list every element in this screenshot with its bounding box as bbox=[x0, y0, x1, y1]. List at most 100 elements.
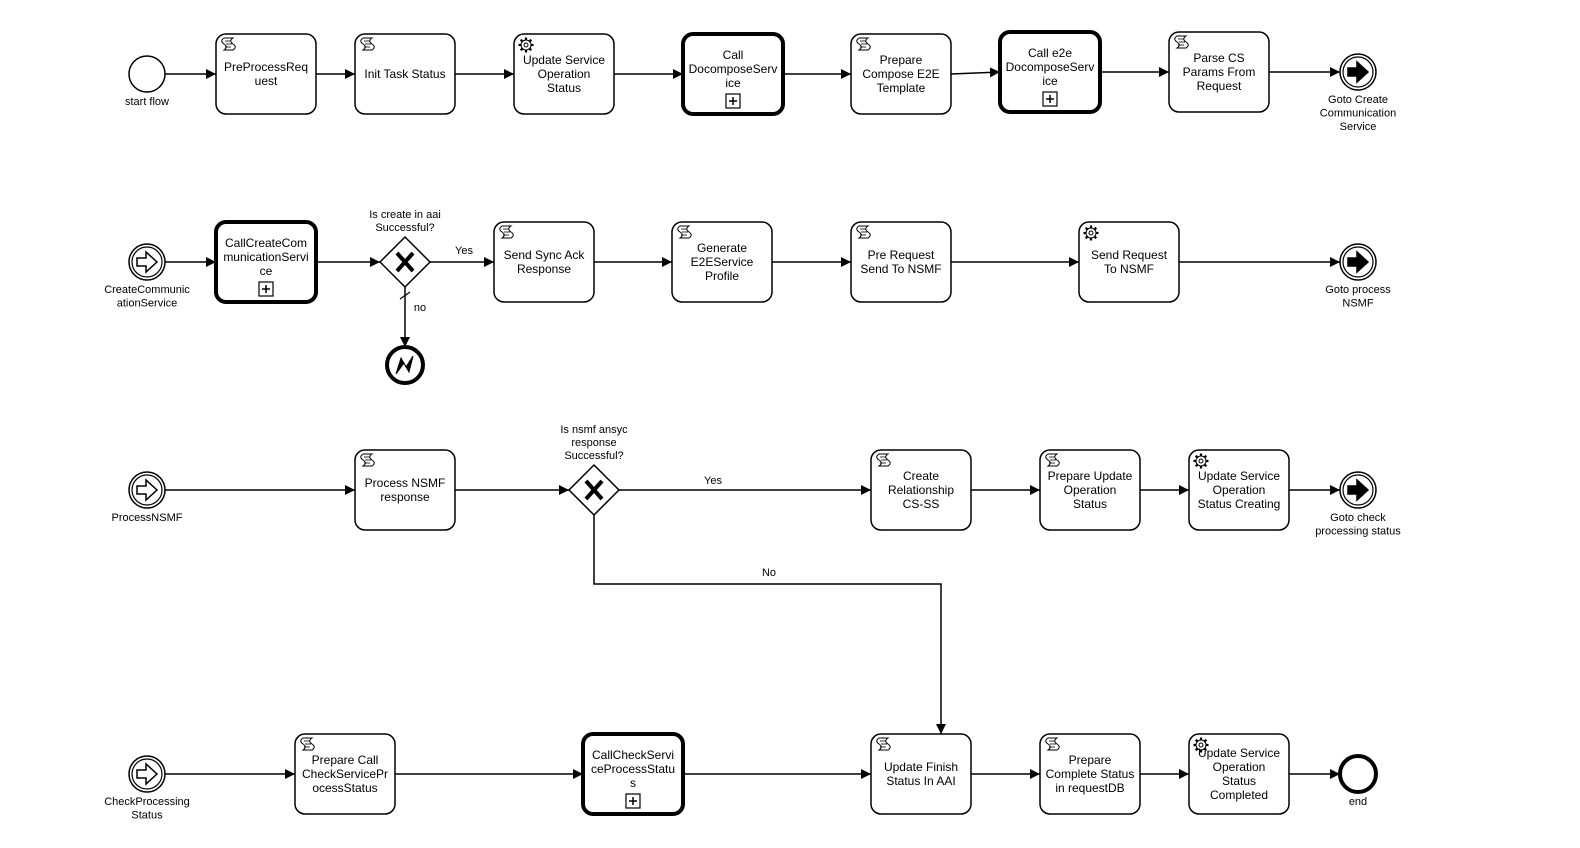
error-end-r2-err[interactable] bbox=[385, 345, 425, 385]
script-icon bbox=[499, 225, 514, 239]
task-label: Status bbox=[1222, 774, 1256, 788]
gateway-label: response bbox=[571, 437, 616, 449]
task-box bbox=[215, 33, 317, 115]
task-box bbox=[354, 33, 456, 115]
task-box bbox=[1078, 221, 1180, 303]
event-label: processing status bbox=[1315, 526, 1401, 538]
script-icon bbox=[856, 225, 871, 239]
task-label: Generate bbox=[697, 241, 747, 255]
task-label: Init Task Status bbox=[364, 67, 445, 81]
no-flow[interactable] bbox=[593, 515, 946, 734]
script-icon bbox=[876, 737, 891, 751]
call-activity-box bbox=[581, 732, 685, 816]
flow-label: no bbox=[414, 302, 426, 314]
link-catch-arrow bbox=[136, 762, 159, 786]
task-box bbox=[1188, 449, 1290, 531]
event-label: Goto process bbox=[1325, 284, 1391, 296]
task-label: Update Service bbox=[1198, 746, 1280, 760]
flow-label: Yes bbox=[455, 245, 473, 257]
task-label: To NSMF bbox=[1104, 262, 1154, 276]
task-label: CheckServicePr bbox=[302, 767, 388, 781]
script-icon bbox=[876, 453, 891, 467]
task-box bbox=[1039, 733, 1141, 815]
gateway-label: Is nsmf ansyc bbox=[560, 424, 628, 436]
task-box bbox=[493, 221, 595, 303]
default-flow-marker bbox=[399, 291, 411, 300]
task-box bbox=[1188, 733, 1290, 815]
task-label: Template bbox=[877, 81, 926, 95]
task-label: Status bbox=[1073, 497, 1107, 511]
script-icon bbox=[856, 37, 871, 51]
gateway-label: Successful? bbox=[564, 450, 623, 462]
script-icon bbox=[360, 453, 375, 467]
task-box bbox=[671, 221, 773, 303]
script-icon bbox=[1045, 737, 1060, 751]
task-label: in requestDB bbox=[1055, 781, 1124, 795]
link-throw-arrow bbox=[1347, 60, 1370, 84]
gear-icon bbox=[1193, 453, 1209, 469]
task-label: E2EService bbox=[691, 255, 754, 269]
call-activity-box bbox=[681, 32, 785, 116]
task-label: Status bbox=[547, 81, 581, 95]
task-label: Prepare bbox=[1069, 753, 1112, 767]
task-box bbox=[513, 33, 615, 115]
script-icon bbox=[300, 737, 315, 751]
gear-icon bbox=[1083, 225, 1099, 241]
flow-label: No bbox=[762, 567, 776, 579]
task-label: Send To NSMF bbox=[860, 262, 941, 276]
task-label: CallCheckServi bbox=[592, 748, 674, 762]
error-lightning-icon bbox=[395, 355, 414, 375]
task-label: Call e2e bbox=[1028, 46, 1072, 60]
flow-label: Yes bbox=[704, 475, 722, 487]
call-activity-box bbox=[998, 30, 1102, 114]
task-label: PreProcessReq bbox=[224, 60, 308, 74]
script-icon bbox=[360, 37, 375, 51]
sequence-flow[interactable] bbox=[950, 67, 1001, 78]
event-label: Communication bbox=[1320, 108, 1396, 120]
start-event-r1-start[interactable]: start flow bbox=[125, 55, 169, 108]
gear-icon bbox=[1193, 737, 1209, 753]
script-task-r1-t2[interactable]: Init Task Status bbox=[354, 33, 456, 115]
task-label: ce bbox=[260, 264, 273, 278]
task-label: Completed bbox=[1210, 788, 1268, 802]
gear-icon bbox=[518, 37, 534, 53]
task-label: Create bbox=[903, 469, 939, 483]
task-box bbox=[1168, 31, 1270, 113]
task-label: uest bbox=[255, 74, 278, 88]
gateway-label: Successful? bbox=[375, 222, 434, 234]
task-label: Status In AAI bbox=[886, 774, 955, 788]
task-label: CS-SS bbox=[903, 497, 940, 511]
task-label: Prepare Update bbox=[1048, 469, 1133, 483]
task-label: Update Finish bbox=[884, 760, 958, 774]
link-catch-r3-start[interactable]: ProcessNSMF bbox=[112, 471, 183, 524]
task-label: ice bbox=[1042, 74, 1058, 88]
end-event-r4-end[interactable]: end bbox=[1338, 754, 1378, 808]
